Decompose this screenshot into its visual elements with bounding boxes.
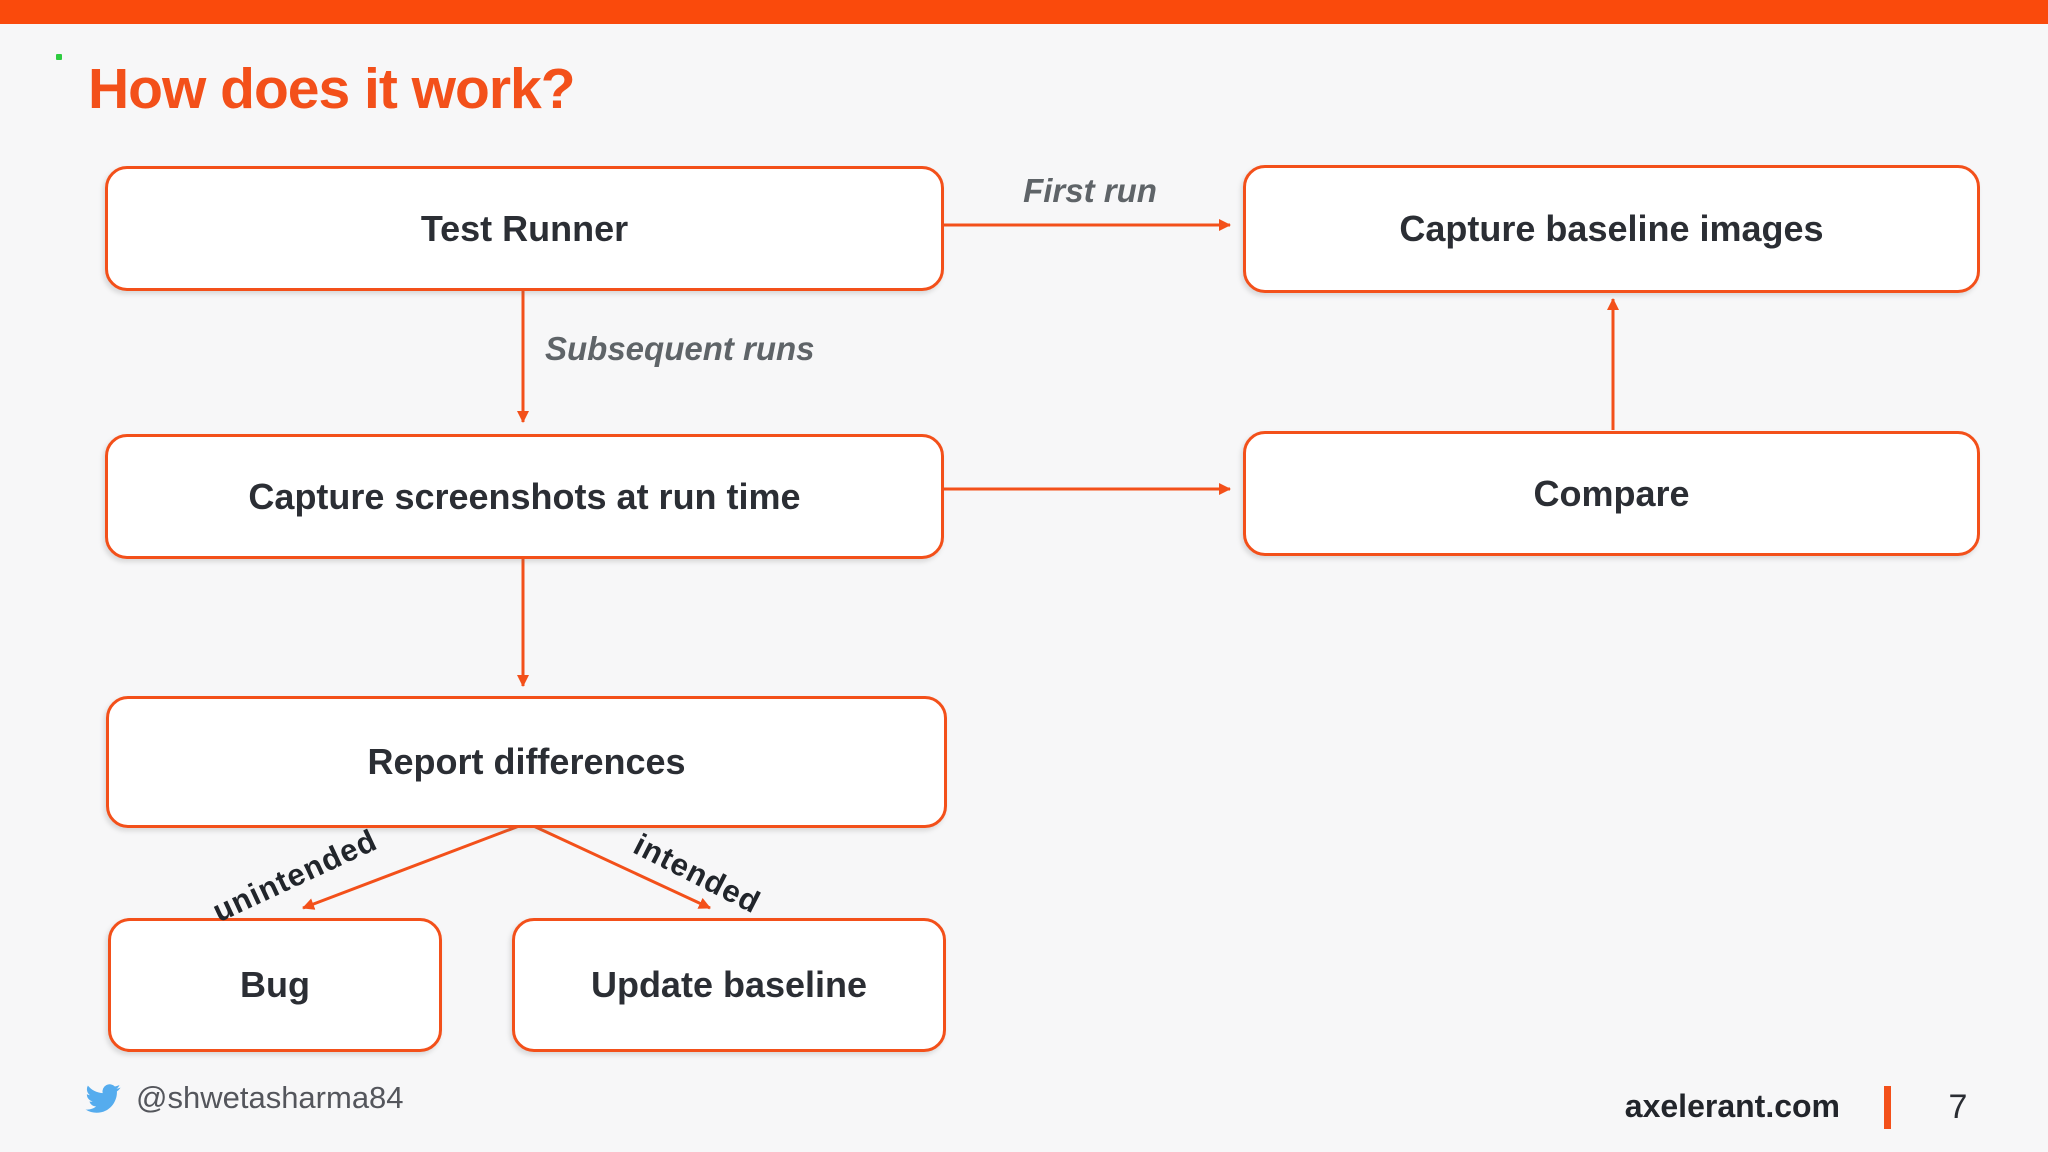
arrow-report-to-bug [302, 821, 528, 910]
node-update-baseline: Update baseline [512, 918, 946, 1052]
node-capture-baseline-images: Capture baseline images [1243, 165, 1980, 293]
node-compare-label: Compare [1533, 472, 1690, 514]
twitter-bird-icon [82, 1081, 124, 1116]
green-dot [56, 54, 62, 60]
node-test-runner-label: Test Runner [420, 207, 629, 249]
arrow-report-to-update-baseline [526, 821, 711, 910]
edge-label-subsequent-runs: Subsequent runs [545, 330, 815, 367]
node-compare: Compare [1243, 431, 1980, 556]
footer-twitter: @shwetasharma84 [82, 1080, 404, 1116]
node-report-differences-label: Report differences [367, 741, 686, 782]
top-accent-bar [0, 0, 2048, 24]
node-update-baseline-label: Update baseline [590, 964, 868, 1005]
twitter-handle: @shwetasharma84 [136, 1080, 404, 1115]
node-bug-label: Bug [240, 964, 310, 1005]
node-capture-screenshots-label: Capture screenshots at run time [248, 475, 801, 517]
node-capture-screenshots: Capture screenshots at run time [105, 434, 944, 559]
edge-label-first-run: First run [1023, 172, 1157, 209]
footer-divider [1884, 1086, 1891, 1129]
node-report-differences: Report differences [106, 696, 947, 828]
footer-website: axelerant.com [1624, 1088, 1840, 1124]
page-number: 7 [1948, 1088, 1968, 1126]
node-capture-baseline-images-label: Capture baseline images [1399, 208, 1824, 249]
slide-title: How does it work? [88, 57, 576, 121]
node-bug: Bug [108, 918, 442, 1052]
node-test-runner: Test Runner [105, 166, 944, 291]
